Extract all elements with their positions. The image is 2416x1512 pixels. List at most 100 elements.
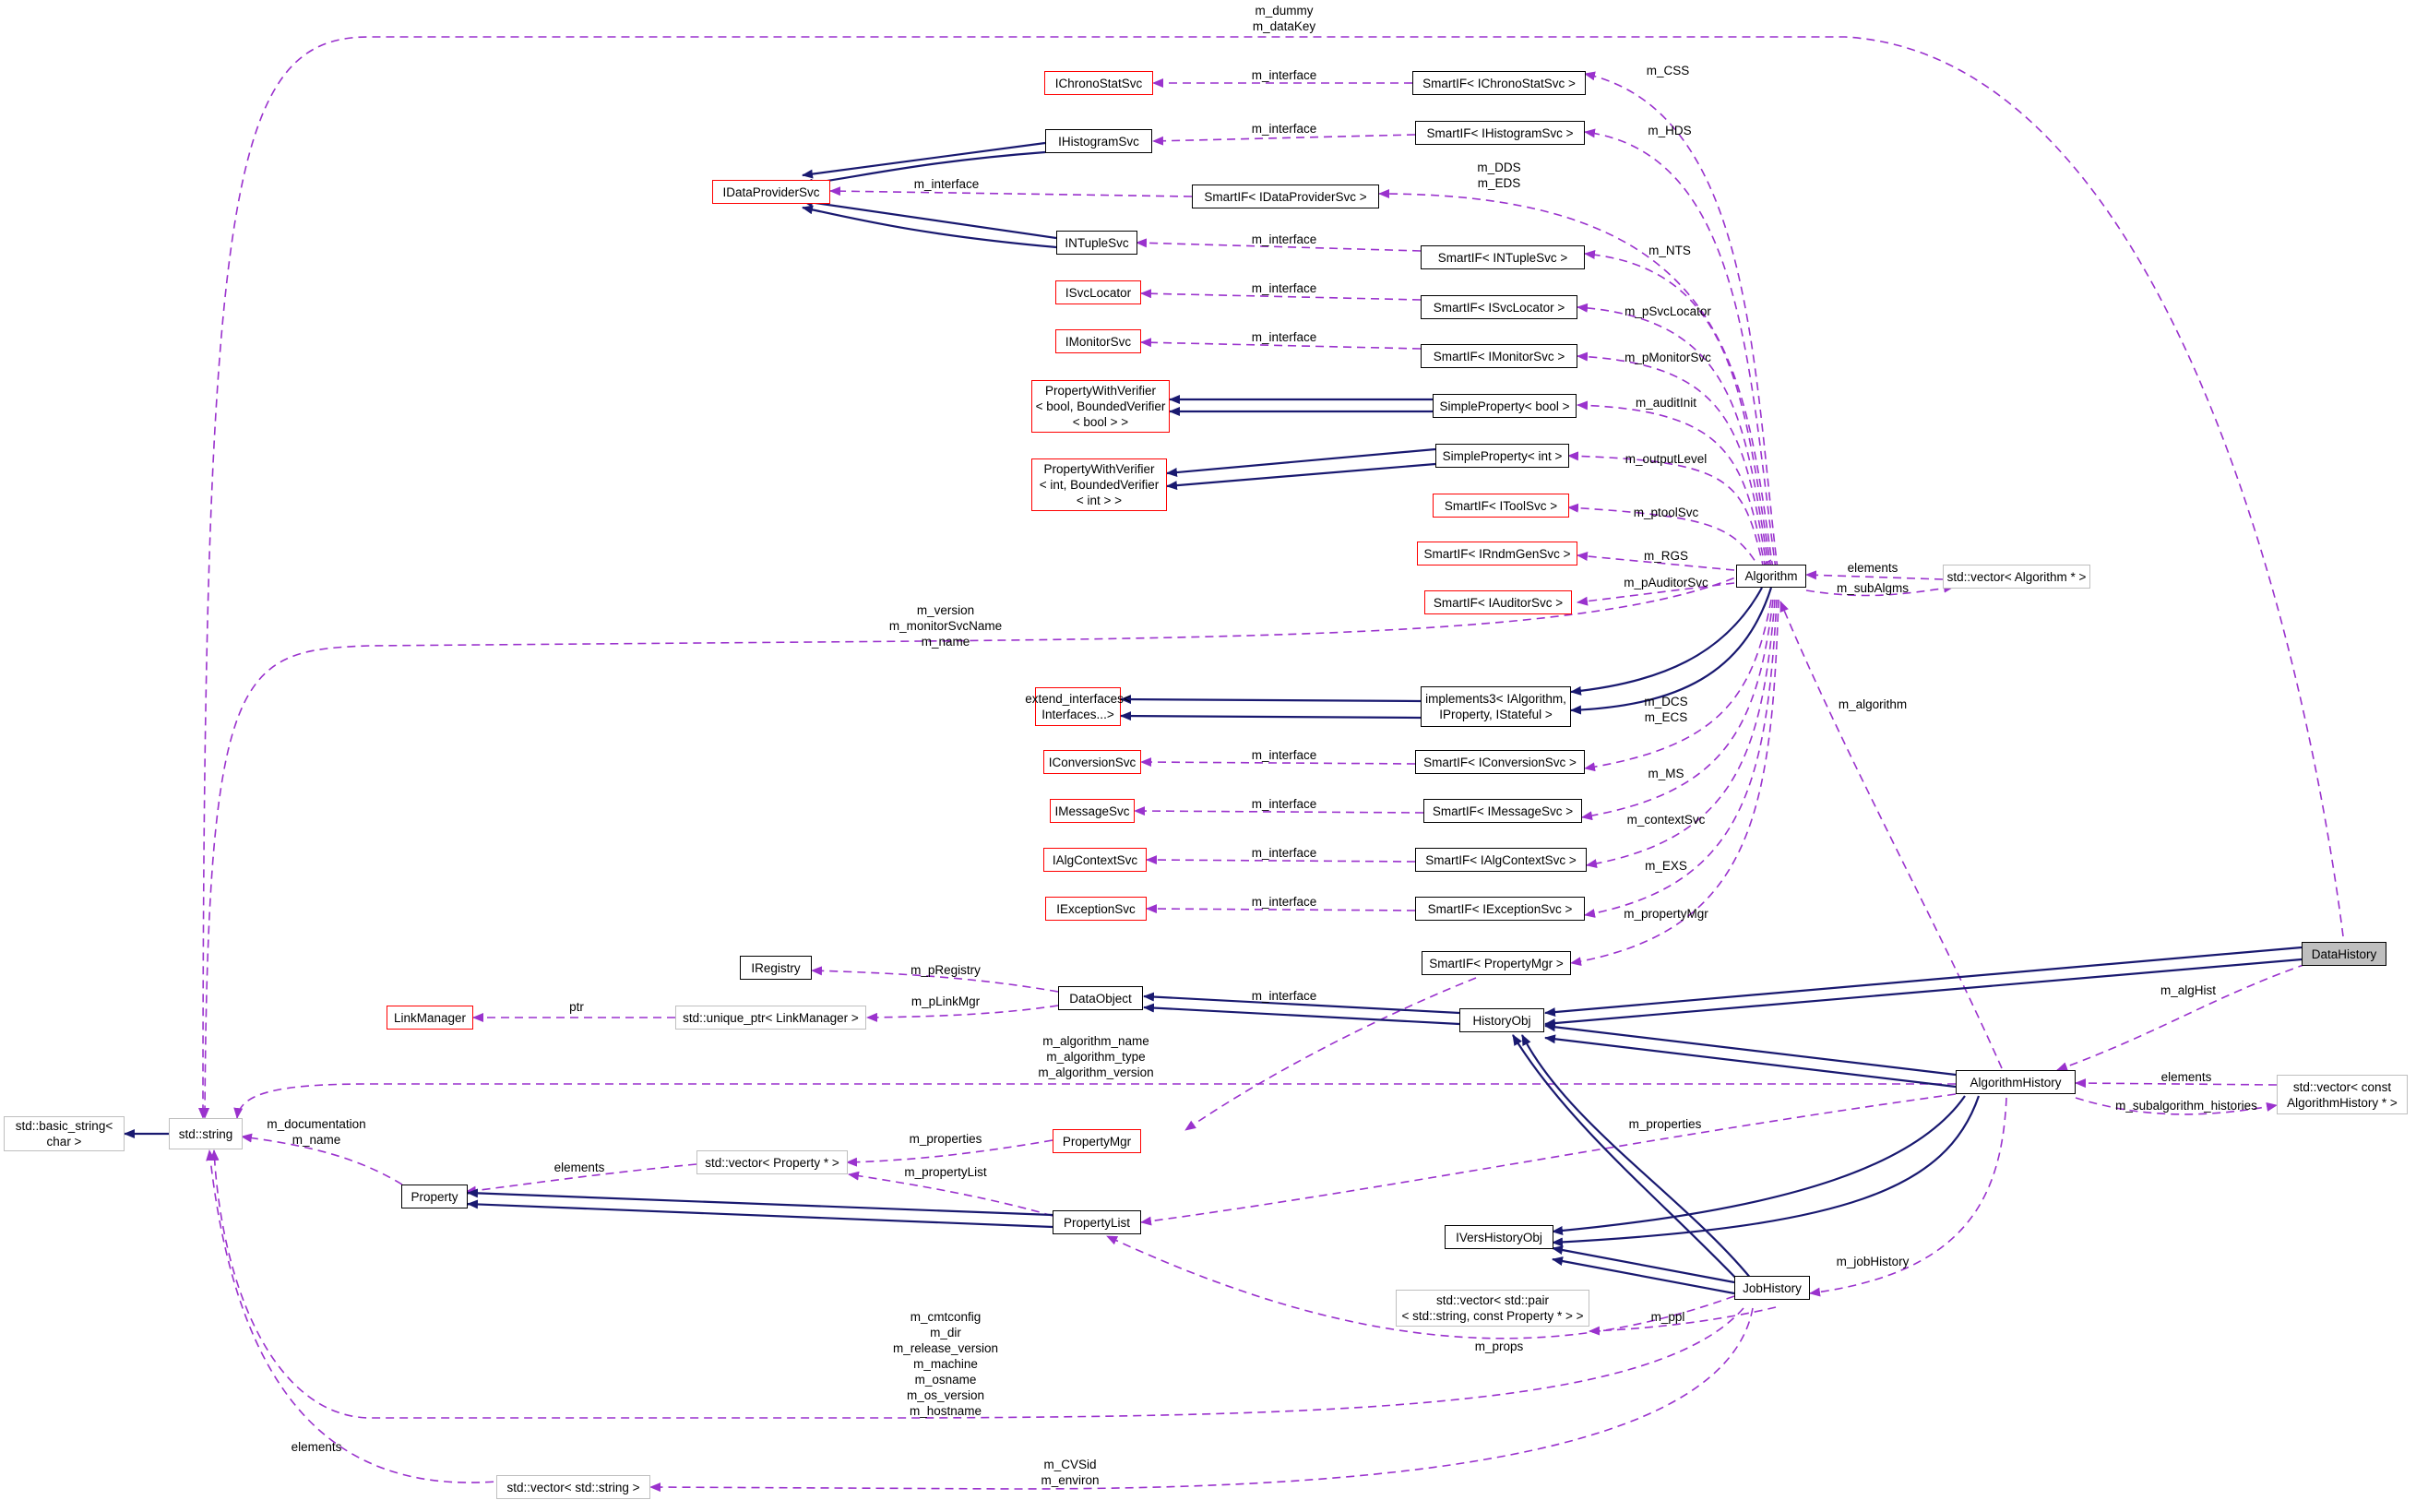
node-imonitorsvc[interactable]: IMonitorSvc [1055, 329, 1141, 353]
node-uniqueptr-linkmanager[interactable]: std::unique_ptr< LinkManager > [675, 1006, 866, 1030]
node-property[interactable]: Property [401, 1185, 468, 1208]
node-smartif-conversionsvc[interactable]: SmartIF< IConversionSvc > [1415, 750, 1585, 774]
node-implements3[interactable]: implements3< IAlgorithm, IProperty, ISta… [1421, 686, 1571, 727]
node-propertymgr[interactable]: PropertyMgr [1053, 1129, 1141, 1153]
edge-smartif-dataprov-iface [829, 186, 1193, 197]
node-propertylist[interactable]: PropertyList [1053, 1210, 1141, 1234]
node-iultihistoryobj[interactable]: IVersHistoryObj [1445, 1225, 1553, 1249]
node-historyobj[interactable]: HistoryObj [1459, 1008, 1544, 1032]
edge-jobhist-string [209, 1149, 1744, 1419]
node-basic-string[interactable]: std::basic_string< char > [4, 1116, 125, 1151]
edge-label-line: m_hostname [910, 1404, 982, 1418]
edge-label-line: m_propertyMgr [1624, 907, 1708, 921]
node-smartif-chronostatsvc[interactable]: SmartIF< IChronoStatSvc > [1412, 71, 1586, 95]
node-algorithmhistory[interactable]: AlgorithmHistory [1956, 1070, 2076, 1094]
node-smartif-svclocator[interactable]: SmartIF< ISvcLocator > [1421, 295, 1577, 319]
edge-label-line: m_name [292, 1133, 341, 1147]
node-simpleproperty-bool[interactable]: SimpleProperty< bool > [1433, 394, 1577, 418]
node-imessagesvc[interactable]: IMessageSvc [1050, 799, 1135, 823]
label-algorithm: m_algorithm [1839, 697, 1907, 711]
node-isvclocator[interactable]: ISvcLocator [1055, 280, 1141, 304]
label-elements-alghist: elements [2161, 1070, 2212, 1084]
node-smartif-auditorsvc[interactable]: SmartIF< IAuditorSvc > [1424, 590, 1572, 614]
node-smartif-monitorsvc[interactable]: SmartIF< IMonitorSvc > [1421, 344, 1577, 368]
edge-sprop-int-pwv [1166, 447, 1436, 478]
edge-label-line: m_CVSid [1043, 1458, 1096, 1471]
node-ialgcontextsvc[interactable]: IAlgContextSvc [1043, 848, 1147, 872]
node-iexceptionsvc[interactable]: IExceptionSvc [1045, 897, 1147, 921]
node-smartif-histogramsvc[interactable]: SmartIF< IHistogramSvc > [1415, 121, 1585, 145]
label-properties-alghist: m_properties [1629, 1117, 1702, 1131]
edge-sprop-int-pwv-2 [1166, 462, 1436, 491]
edge-proplist-property-2 [467, 1199, 1053, 1229]
edge-label-line: m_propertyList [904, 1165, 987, 1179]
edge-label-line: m_dataKey [1253, 19, 1316, 33]
node-algorithm[interactable]: Algorithm [1736, 565, 1806, 588]
label-interface-monitor: m_interface [1252, 330, 1317, 344]
edge-impl3-extend [1120, 695, 1422, 705]
node-extend-interfaces[interactable]: extend_interfaces< Interfaces...> [1025, 687, 1131, 726]
edge-datahistory-alghist [2056, 963, 2307, 1071]
node-vector-algorithm[interactable]: std::vector< Algorithm * > [1943, 565, 2090, 589]
node-vector-string[interactable]: std::vector< std::string > [496, 1475, 650, 1499]
edge-label-line: m_algHist [2160, 983, 2216, 997]
edge-alghist-historyobj-2 [1544, 1034, 1957, 1089]
edge-label-line: m_pLinkMgr [911, 994, 981, 1008]
edge-algorithm-smartif-auditor [1577, 582, 1735, 606]
node-smartif-dataprovidersvc[interactable]: SmartIF< IDataProviderSvc > [1192, 185, 1379, 208]
inheritance-edges [124, 141, 2303, 1295]
node-smartif-toolsvc[interactable]: SmartIF< IToolSvc > [1433, 494, 1569, 518]
node-iregistry[interactable]: IRegistry [740, 956, 812, 980]
node-pwv-int[interactable]: PropertyWithVerifier < int, BoundedVerif… [1031, 458, 1167, 511]
edge-label-line: m_algorithm_type [1046, 1050, 1145, 1064]
node-smartif-rndmgensvc[interactable]: SmartIF< IRndmGenSvc > [1417, 542, 1577, 566]
node-smartif-propertymgr[interactable]: SmartIF< PropertyMgr > [1422, 951, 1571, 975]
edge-smartif-monitor-iface [1140, 338, 1422, 350]
label-props: m_props [1475, 1339, 1524, 1353]
edge-algorithm-smartif-svcloc [1577, 303, 1770, 570]
node-smartif-messagesvc[interactable]: SmartIF< IMessageSvc > [1423, 799, 1582, 823]
edge-alghist-historyobj [1544, 1022, 1957, 1077]
node-smartif-exceptionsvc[interactable]: SmartIF< IExceptionSvc > [1415, 897, 1585, 921]
edge-label-line: m_DDS [1477, 161, 1520, 174]
edge-jobhist-vectorstring [649, 1307, 1754, 1493]
edge-jobhist-proplist [1106, 1235, 1735, 1339]
edge-label-line: m_CSS [1647, 64, 1690, 77]
node-jobhistory[interactable]: JobHistory [1734, 1276, 1810, 1300]
label-interface-conv: m_interface [1252, 748, 1317, 762]
edge-vectorprop-property [465, 1163, 697, 1196]
node-datahistory[interactable]: DataHistory [2302, 942, 2386, 966]
node-idataprovidersvc[interactable]: IDataProviderSvc [712, 180, 830, 204]
edge-alghist-string [233, 1083, 1956, 1119]
label-nts: m_NTS [1648, 244, 1691, 257]
node-smartif-ntuplesvc[interactable]: SmartIF< INTupleSvc > [1421, 245, 1585, 269]
edge-label-line: m_props [1475, 1339, 1524, 1353]
edge-ntuplesvc-dataprov [802, 197, 1057, 240]
label-contextsvc: m_contextSvc [1627, 813, 1706, 827]
edge-label-line: m_ppl [1651, 1310, 1685, 1324]
edge-label-line: m_version [917, 603, 974, 617]
edge-algorithm-impl3-2 [1570, 587, 1773, 715]
edge-label-line: m_name [922, 635, 970, 649]
edge-algorithm-smartif-monitor [1577, 351, 1768, 570]
node-std-string[interactable]: std::string [169, 1118, 243, 1149]
node-ichronostatsvc[interactable]: IChronoStatSvc [1044, 71, 1153, 95]
node-dataobject[interactable]: DataObject [1058, 986, 1143, 1010]
node-vector-property[interactable]: std::vector< Property * > [696, 1150, 848, 1174]
edge-alghist-jobhist [1809, 1097, 2007, 1297]
node-vector-alghistory[interactable]: std::vector< const AlgorithmHistory * > [2277, 1075, 2408, 1114]
label-exs: m_EXS [1645, 859, 1687, 873]
node-ihistogramsvc[interactable]: IHistogramSvc [1045, 129, 1152, 153]
node-iconversionsvc[interactable]: IConversionSvc [1043, 750, 1141, 774]
label-subalgorithm-histories: m_subalgorithm_histories [2115, 1099, 2257, 1113]
node-simpleproperty-int[interactable]: SimpleProperty< int > [1435, 444, 1569, 468]
node-intuplesvc[interactable]: INTupleSvc [1056, 231, 1137, 255]
node-linkmanager[interactable]: LinkManager [387, 1006, 473, 1030]
node-pwv-bool[interactable]: PropertyWithVerifier < bool, BoundedVeri… [1031, 380, 1170, 433]
node-smartif-algcontextsvc[interactable]: SmartIF< IAlgContextSvc > [1415, 848, 1587, 872]
node-vector-pair-property[interactable]: std::vector< std::pair < std::string, co… [1396, 1290, 1589, 1327]
edge-label-line: m_DCS [1644, 695, 1687, 708]
edge-datahistory-historyobj [1544, 946, 2303, 1018]
